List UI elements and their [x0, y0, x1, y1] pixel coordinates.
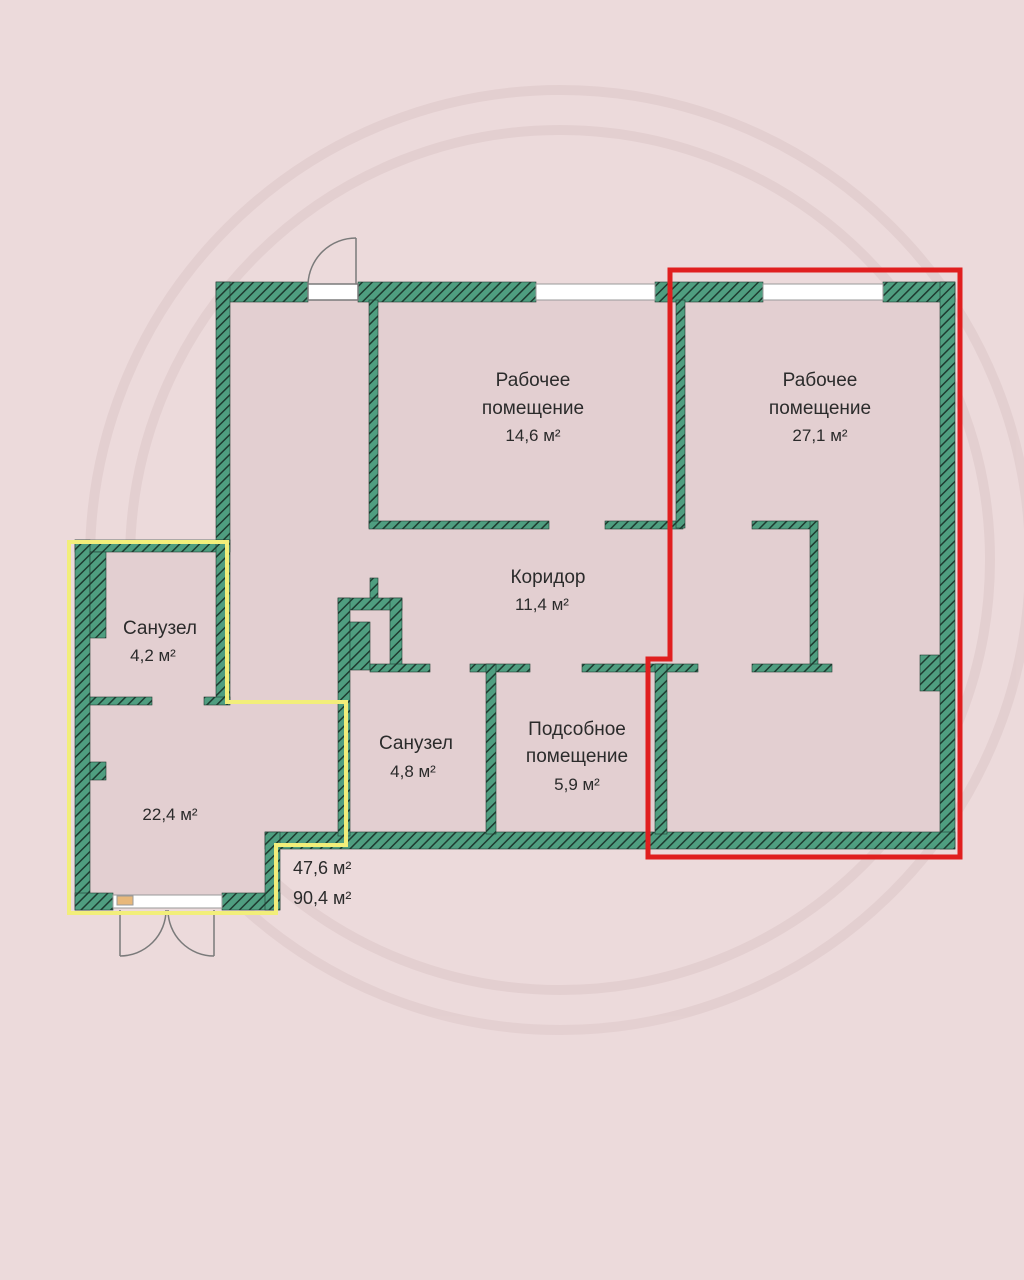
label-work-room-2: Рабочее помещение 27,1 м² [769, 370, 871, 445]
window-top-2 [762, 283, 884, 301]
label-entry-room: 22,4 м² [142, 805, 197, 824]
window-entry [112, 894, 223, 909]
bathroom-2-area: 4,8 м² [390, 762, 436, 781]
work-room-1-name-line2: помещение [482, 398, 584, 419]
windows [112, 283, 884, 909]
work-room-2-name-line2: помещение [769, 398, 871, 419]
work-room-2-area: 27,1 м² [792, 426, 847, 445]
utility-room-name-line2: помещение [526, 746, 628, 767]
top-door [307, 237, 359, 301]
entry-room-area: 22,4 м² [142, 805, 197, 824]
bathroom-1-area: 4,2 м² [130, 646, 176, 665]
work-room-2-name-line1: Рабочее [783, 370, 858, 391]
walls [74, 281, 956, 911]
corridor-area: 11,4 м² [515, 595, 569, 614]
highlighted-area-total: 47,6 м² [293, 858, 351, 878]
label-utility-room: Подсобное помещение 5,9 м² [526, 719, 628, 794]
corridor-name: Коридор [510, 567, 585, 588]
utility-room-area: 5,9 м² [554, 775, 600, 794]
label-bathroom-1: Санузел 4,2 м² [123, 618, 197, 665]
entry-door [119, 909, 215, 957]
work-room-1-area: 14,6 м² [505, 426, 560, 445]
highlight-red-outline [645, 267, 963, 860]
totals: 47,6 м² 90,4 м² [293, 858, 351, 908]
utility-room-name-line1: Подсобное [528, 719, 626, 740]
bathroom-2-name: Санузел [379, 733, 453, 754]
doors [119, 237, 359, 957]
bathroom-1-name: Санузел [123, 618, 197, 639]
label-bathroom-2: Санузел 4,8 м² [379, 733, 453, 781]
work-room-1-name-line1: Рабочее [496, 370, 571, 391]
total-area: 90,4 м² [293, 888, 351, 908]
entry-switch [116, 895, 134, 906]
label-work-room-1: Рабочее помещение 14,6 м² [482, 370, 584, 445]
label-corridor: Коридор 11,4 м² [510, 567, 585, 614]
highlight-yellow-outline [67, 540, 348, 915]
window-top-1 [535, 283, 656, 301]
